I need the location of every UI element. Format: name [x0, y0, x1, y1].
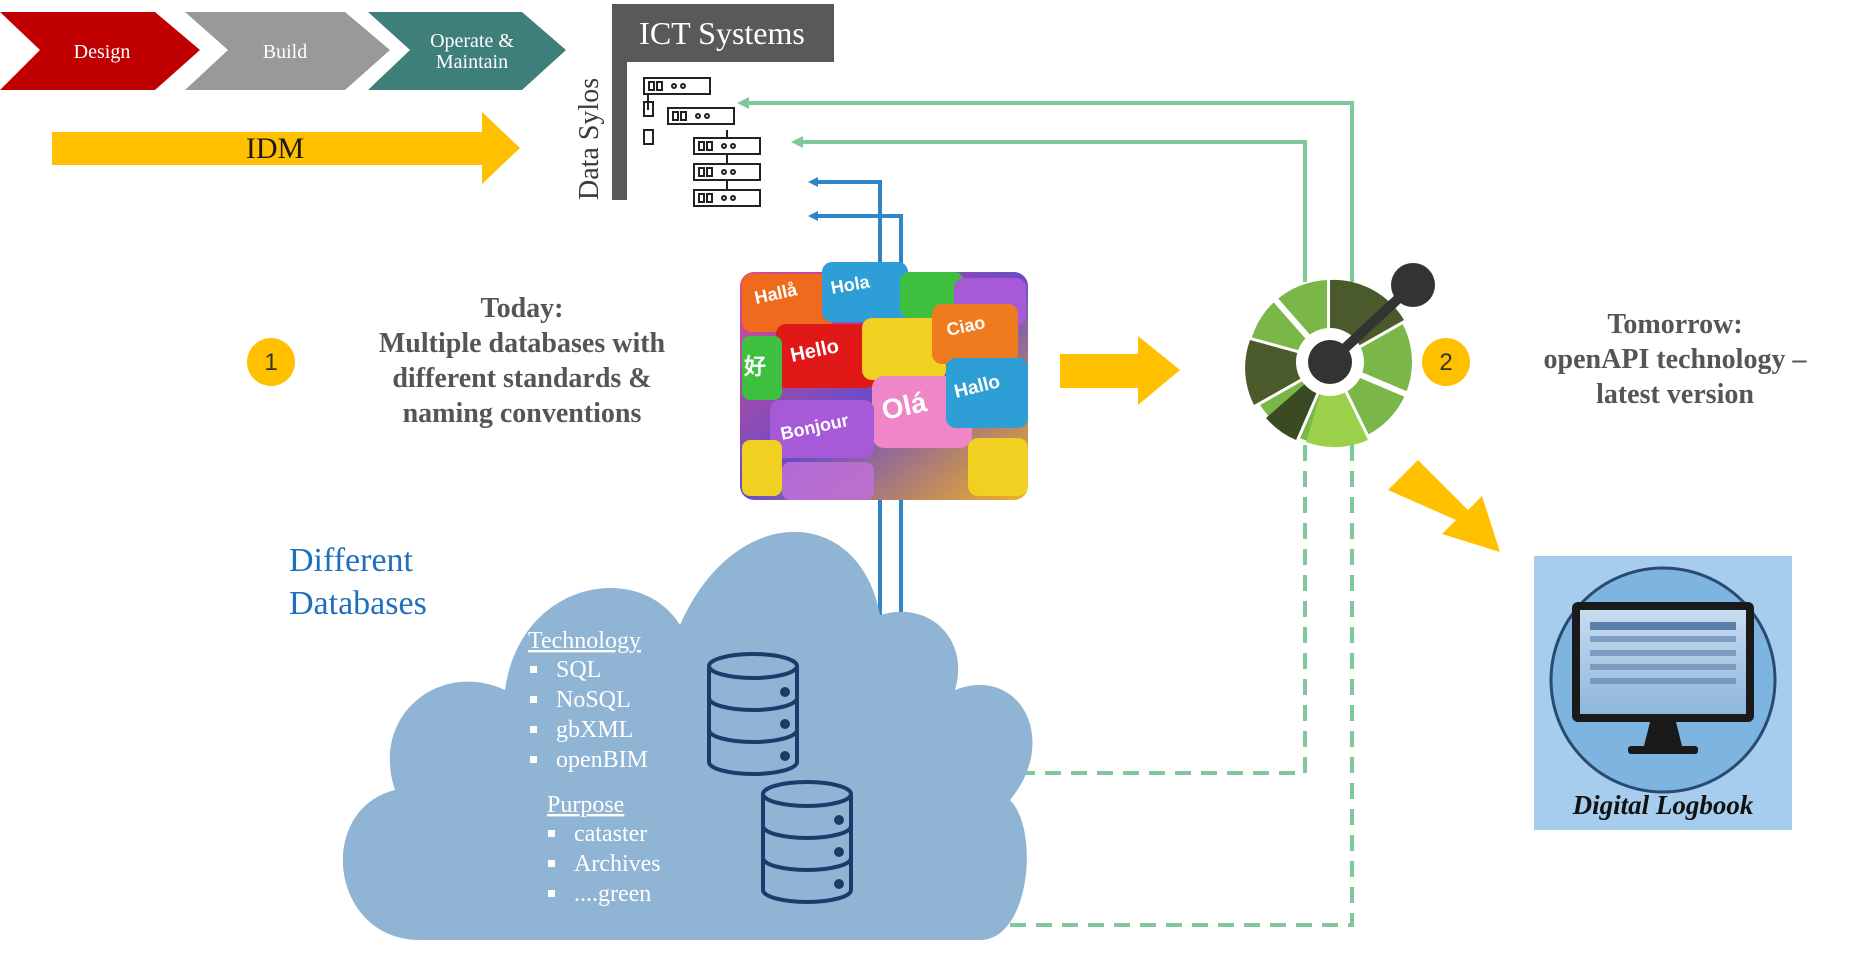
stage-build-label: Build [263, 41, 307, 63]
stage-build: Build [185, 12, 390, 90]
purpose-item-cataster: cataster [574, 821, 647, 847]
tomorrow-line1: Tomorrow: [1607, 309, 1742, 340]
step-badge-2 [1422, 338, 1470, 386]
today-line2: Multiple databases with [379, 328, 666, 359]
technology-list: Technology SQL NoSQL gbXML openBIM [528, 628, 648, 773]
today-section: 1 Today: Multiple databases with differe… [247, 293, 666, 429]
stage-operate-label-line2: Maintain [436, 51, 508, 73]
openapi-logo-icon [1245, 263, 1435, 448]
different-databases-title-line2: Databases [289, 585, 427, 622]
database-icon-2 [761, 780, 853, 904]
purpose-heading: Purpose [547, 792, 624, 818]
green-dashed-arrow-to-db-1 [827, 445, 1307, 779]
bullet-icon [548, 830, 555, 837]
tomorrow-line3: latest version [1596, 379, 1754, 410]
bullet-icon [530, 726, 537, 733]
tomorrow-section: 2 Tomorrow: openAPI technology – latest … [1422, 309, 1807, 410]
database-icon-1 [707, 652, 799, 776]
blue-arrow-to-server-1 [808, 177, 882, 278]
technology-item-sql: SQL [556, 657, 601, 683]
stage-operate-maintain: Operate & Maintain [368, 12, 566, 90]
step-badge-1 [247, 338, 295, 386]
today-line3: different standards & [392, 363, 651, 394]
key-label-hao: 好 [743, 354, 766, 379]
idm-arrow: IDM [52, 112, 520, 184]
green-dashed-arrow-to-db-2 [855, 445, 1354, 931]
technology-item-openbim: openBIM [556, 747, 648, 773]
ict-systems-box: ICT Systems [612, 4, 834, 62]
technology-item-gbxml: gbXML [556, 717, 633, 743]
data-sylos-label: Data Sylos [574, 78, 605, 200]
idm-label: IDM [246, 132, 304, 165]
green-connector-arrows [737, 97, 1354, 931]
digital-logbook-label: Digital Logbook [1572, 790, 1754, 820]
bullet-icon [548, 890, 555, 897]
today-line1: Today: [480, 293, 563, 324]
data-sylos-bar [612, 62, 627, 200]
digital-logbook-image: Digital Logbook [1534, 556, 1792, 830]
purpose-item-archives: Archives [574, 851, 661, 877]
bullet-icon [530, 696, 537, 703]
bullet-icon [530, 666, 537, 673]
purpose-list: Purpose cataster Archives ....green [547, 792, 661, 907]
stage-design: Design [0, 12, 200, 90]
step-number-2: 2 [1439, 349, 1452, 376]
databases-cloud [342, 531, 1033, 940]
keyboard-keys [742, 262, 1028, 500]
step-number-1: 1 [264, 349, 277, 376]
ict-systems-title: ICT Systems [639, 15, 805, 51]
stage-design-label: Design [74, 41, 131, 63]
yellow-arrow-right [1060, 336, 1180, 405]
technology-item-nosql: NoSQL [556, 687, 631, 713]
bullet-icon [548, 860, 555, 867]
different-databases-title-line1: Different [289, 542, 414, 579]
purpose-item-green: ....green [574, 881, 651, 907]
yellow-arrow-down-right [1388, 460, 1500, 552]
blue-arrow-to-server-2 [808, 211, 903, 278]
server-rack-icon [643, 77, 761, 207]
bullet-icon [530, 756, 537, 763]
tomorrow-line2: openAPI technology – [1544, 344, 1808, 375]
today-line4: naming conventions [403, 398, 642, 429]
green-arrow-to-server-2 [791, 136, 1307, 282]
technology-heading: Technology [528, 628, 641, 654]
stage-operate-label-line1: Operate & [430, 30, 514, 52]
multilingual-keyboard-image: Hallå Hola Ciao Hello Olá Hallo Bonjour … [740, 262, 1028, 500]
green-arrow-to-server-1 [737, 97, 1354, 282]
